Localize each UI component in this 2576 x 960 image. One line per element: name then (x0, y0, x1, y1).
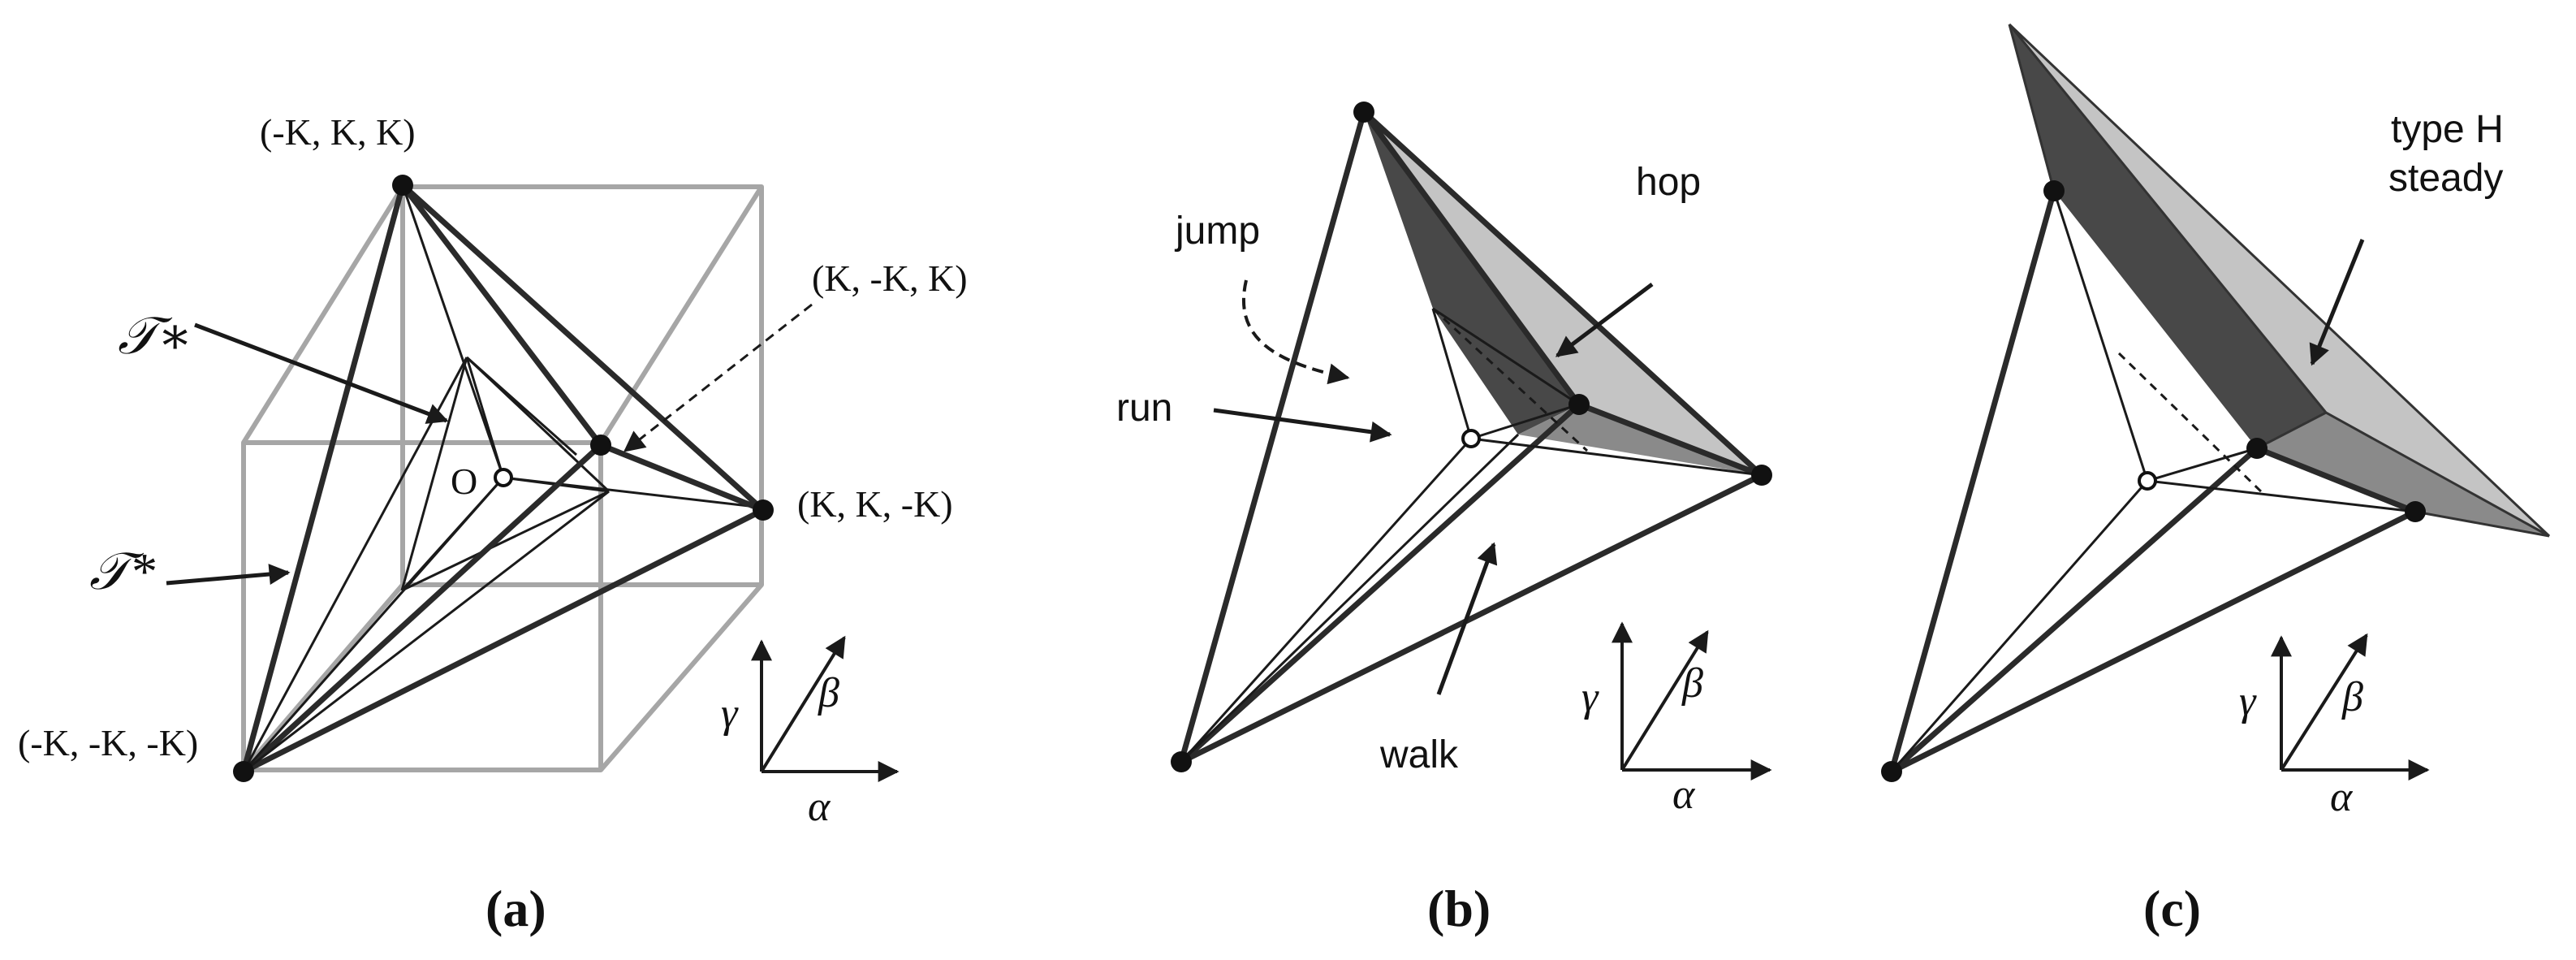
vertex-bottom-b (1171, 751, 1192, 772)
face-edges-c (2008, 23, 2551, 538)
t-lower-star-label: 𝒯∗ (118, 307, 193, 365)
thin-rays-a (242, 184, 610, 773)
outer-edges-b (1178, 109, 1765, 765)
walk-arrow (1436, 542, 1498, 695)
vertex-front-label: (K, -K, K) (812, 257, 968, 299)
origin-point-b (1461, 429, 1481, 448)
axis-gamma-label-a: γ (721, 690, 739, 737)
vertex-bottom-c (1881, 761, 1902, 782)
vertex-bottom-label: (-K, -K, -K) (18, 722, 198, 763)
steady-arrow (2309, 239, 2365, 366)
panel-b: jump hop run walk γ β α (b) (1116, 102, 1772, 937)
inner-edges-b (1180, 307, 1763, 763)
axis-alpha-label-c: α (2330, 774, 2354, 820)
steady-label-line2: steady (2388, 157, 2503, 200)
panel-c: type H steady γ β α (c) (1881, 23, 2551, 937)
caption-b: (b) (1427, 880, 1491, 937)
jump-arrow (1241, 279, 1350, 385)
origin-point (494, 468, 513, 487)
axis-gamma-label-b: γ (1581, 674, 1599, 720)
vertex-top (392, 175, 413, 196)
hop-face-dark (1364, 112, 1579, 435)
axis-beta-label-b: β (1681, 660, 1703, 707)
t-lower-arrow (194, 322, 449, 424)
axis-triad-b (1612, 621, 1772, 781)
steady-face-dark (2009, 24, 2326, 448)
outer-tetrahedron (240, 182, 766, 775)
hop-label: hop (1636, 161, 1701, 204)
axis-beta-label-a: β (818, 670, 839, 716)
vertex-front-b (1568, 394, 1590, 415)
vertex-right (753, 499, 774, 521)
vertex-top-b (1353, 102, 1374, 123)
vertex-top-c (2043, 180, 2065, 201)
origin-label: O (451, 461, 477, 502)
axis-triad-c (2271, 633, 2430, 781)
steady-face-bottom (2257, 413, 2549, 536)
outer-edges-c (1888, 188, 2419, 775)
vertex-right-b (1751, 465, 1772, 486)
steady-label-line1: type H (2391, 108, 2504, 151)
t-upper-star-label: 𝒯* (89, 543, 155, 600)
hidden-edge-b (1431, 307, 1589, 452)
caption-c: (c) (2143, 880, 2201, 937)
walk-label: walk (1379, 733, 1459, 776)
axis-beta-label-c: β (2341, 674, 2363, 720)
inner-edges-c (1890, 190, 2416, 772)
vertex-front-c (2246, 438, 2267, 459)
hop-arrow (1555, 283, 1654, 357)
caption-a: (a) (485, 880, 546, 937)
panel-a: (-K, K, K) (K, -K, K) (K, K, -K) (-K, -K… (18, 111, 968, 937)
hop-face-bottom (1518, 404, 1762, 475)
jump-label: jump (1174, 210, 1260, 253)
axis-alpha-label-b: α (1672, 772, 1696, 818)
vertex-right-label: (K, K, -K) (797, 483, 953, 525)
vertex-bottom (233, 761, 254, 782)
bounding-cube (241, 184, 764, 772)
run-arrow (1213, 408, 1392, 443)
front-vertex-dashed-arrow (623, 303, 813, 452)
vertex-front (590, 435, 611, 456)
hidden-edge-c (2117, 352, 2267, 497)
axis-gamma-label-c: γ (2239, 678, 2257, 724)
vertex-top-label: (-K, K, K) (260, 111, 416, 153)
axis-alpha-label-a: α (808, 784, 831, 830)
t-upper-arrow (166, 564, 291, 586)
axis-triad-a (751, 635, 900, 782)
vertex-right-c (2405, 501, 2426, 522)
origin-point-c (2138, 471, 2157, 491)
run-label: run (1116, 387, 1172, 430)
